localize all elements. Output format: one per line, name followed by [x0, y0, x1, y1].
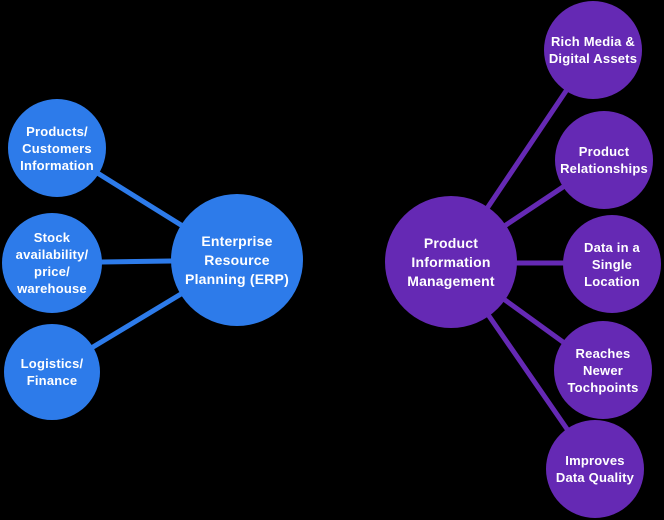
node-label: Products/ Customers Information — [20, 123, 94, 173]
node-label: Rich Media & Digital Assets — [548, 34, 638, 66]
connector-pim-to-rich-media — [485, 88, 569, 210]
connector-logistics-to-erp — [90, 291, 184, 350]
node-label: Reaches Newer Tochpoints — [567, 345, 639, 395]
node-improves-data-quality: Improves Data Quality — [546, 420, 644, 518]
connector-stock-to-erp — [99, 258, 174, 265]
node-reaches-newer-touchpoints: Reaches Newer Tochpoints — [554, 321, 652, 419]
node-label: Data in a Single Location — [584, 239, 640, 289]
connector-products-to-erp — [96, 171, 184, 228]
connector-pim-to-touchpoints — [502, 297, 566, 345]
node-label: Product Relationships — [560, 144, 648, 176]
node-product-relationships: Product Relationships — [555, 111, 653, 209]
connector-pim-to-relationships — [503, 184, 566, 228]
node-pim-hub: Product Information Management — [385, 196, 517, 328]
connector-pim-to-data-quality — [486, 313, 570, 432]
node-erp-hub: Enterprise Resource Planning (ERP) — [171, 194, 303, 326]
node-label: Improves Data Quality — [555, 453, 635, 485]
node-logistics-finance: Logistics/ Finance — [4, 324, 100, 420]
node-stock-availability-price-warehouse: Stock availability/ price/ warehouse — [2, 213, 102, 313]
node-label: Product Information Management — [407, 234, 495, 289]
node-data-in-single-location: Data in a Single Location — [563, 215, 661, 313]
node-label: Stock availability/ price/ warehouse — [15, 230, 89, 296]
node-products-customers-information: Products/ Customers Information — [8, 99, 106, 197]
node-label: Logistics/ Finance — [20, 356, 84, 388]
node-rich-media-digital-assets: Rich Media & Digital Assets — [544, 1, 642, 99]
node-label: Enterprise Resource Planning (ERP) — [185, 232, 289, 287]
